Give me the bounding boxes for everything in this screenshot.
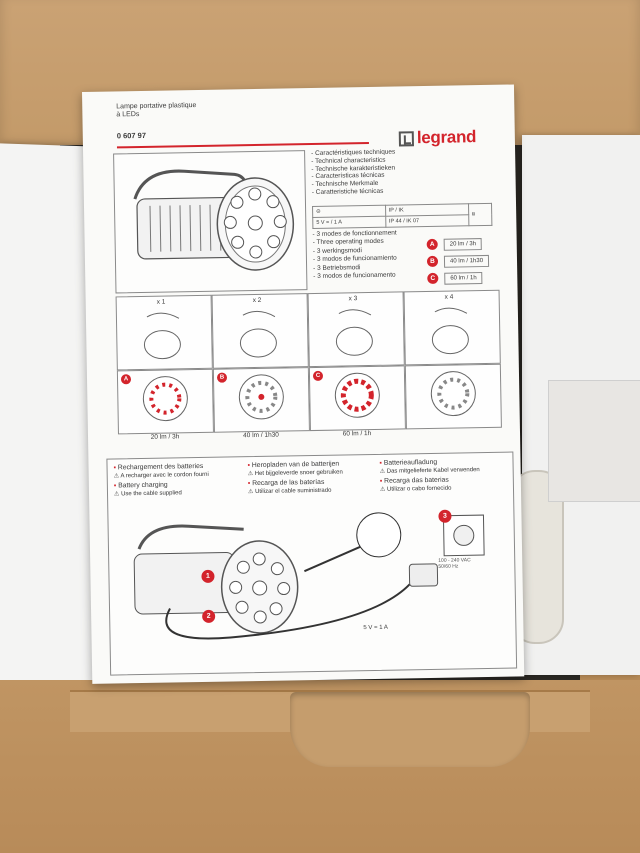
title-line: à LEDs [116, 111, 140, 119]
legrand-logo: legrand [398, 127, 477, 148]
mode-rating-label: 40 lm / 1h30 [443, 254, 490, 268]
mode-output-label: 60 lm / 1h [342, 430, 372, 438]
box-handle-slot [290, 692, 530, 767]
lamp-illustration-panel [113, 150, 308, 294]
spec-heading: - Caratteristiche técnicas [311, 187, 384, 196]
legrand-mark-icon [398, 130, 414, 146]
charging-note-text: Use the cable supplied [121, 490, 182, 498]
mode-rating-row: C 60 lm / 1h [427, 269, 489, 287]
product-reference: 0 607 97 [116, 130, 147, 141]
mode-output-label: 20 lm / 3h [150, 433, 180, 441]
mode-line: - 3 modos de funcionamento [313, 271, 396, 281]
hand-pressing-lamp-icon [431, 307, 469, 355]
charging-panel: Rechargement des batteries ⚠ A recharger… [106, 451, 518, 676]
press-cell: x 1 [115, 294, 213, 371]
mode-badge: A [426, 238, 438, 251]
press-count: x 4 [444, 293, 454, 301]
adapter-frequency: 50/60 Hz [438, 563, 459, 570]
press-cell: x 3 [307, 291, 405, 368]
modes-list: - 3 modes de fonctionnement - Three oper… [312, 230, 397, 282]
lamp-mode-cell [404, 363, 502, 430]
charging-column: Rechargement des batteries ⚠ A recharger… [113, 461, 244, 499]
power-rating-label: 5 V = 1 A [363, 624, 388, 632]
mode-output-label: 40 lm / 1h30 [243, 431, 279, 440]
spec-table: ⊝ IP / IK ⧈ 5 V = / 1 A IP 44 / IK 07 [312, 203, 492, 229]
press-cell: x 2 [211, 293, 309, 369]
voltage-cell: 5 V = / 1 A [312, 216, 386, 229]
charging-note-text: Utilizar o cabo fornecido [386, 485, 452, 493]
hand-pressing-lamp-icon [143, 312, 181, 360]
mode-badge: C [427, 272, 439, 285]
mode-grid: x 1 x 2 x 3 x 4 A B [115, 289, 502, 447]
lamp-mode-cell: C [308, 365, 406, 432]
product-title: Lampe portative plastique à LEDs [116, 102, 196, 119]
header-rule [116, 142, 369, 149]
mode-rating-label: 60 lm / 1h [444, 271, 483, 285]
hand-pressing-lamp-icon [335, 309, 373, 356]
lamp-face-icon [430, 371, 476, 417]
brand-name: legrand [416, 127, 477, 148]
press-cell: x 4 [403, 289, 501, 366]
mode-ratings: A 20 lm / 3h B 40 lm / 1h30 C 60 lm / 1h [426, 235, 490, 287]
press-count: x 1 [156, 298, 166, 306]
lamp-face-icon [142, 376, 188, 422]
charging-column: Heropladen van de batterijen ⚠ Het bijge… [247, 459, 378, 497]
charging-illustration [133, 512, 485, 640]
adapter-rating: 100 - 240 VAC 50/60 Hz [438, 557, 471, 570]
lamp-mode-cell: A [116, 368, 214, 435]
title-line: Lampe portative plastique [116, 102, 197, 111]
lamp-face-icon [238, 374, 284, 420]
mode-rating-row: B 40 lm / 1h30 [426, 252, 490, 270]
voltage-symbol-icon: ⊝ [316, 208, 321, 215]
lamp-drawing [133, 169, 295, 271]
spec-heading-list: - Caractéristiques techniques - Technica… [311, 149, 396, 197]
lamp-face-icon [334, 372, 380, 418]
mode-rating-row: A 20 lm / 3h [426, 235, 489, 253]
lamp-mode-cell: B [212, 367, 310, 433]
charging-note-text: Utilizar el cable suministrado [255, 487, 332, 496]
mode-line: - 3 modos de funcionamiento [312, 254, 397, 264]
hand-pressing-lamp-icon [239, 310, 277, 358]
right-insert-fold [548, 380, 640, 502]
ip-value-cell: IP 44 / IK 07 [385, 214, 469, 228]
instruction-sheet: Lampe portative plastique à LEDs 0 607 9… [82, 84, 525, 684]
charging-note-text: Het bijgeleverde snoer gebruiken [254, 469, 343, 478]
press-count: x 3 [348, 295, 358, 303]
mode-badge: B [426, 255, 439, 268]
press-count: x 2 [252, 296, 262, 305]
charging-note-text: A recharger avec le cordon fourni [120, 471, 209, 480]
mode-rating-label: 20 lm / 3h [443, 237, 483, 251]
double-insulation-icon: ⧈ [471, 211, 476, 218]
left-paper-insert [0, 143, 95, 727]
charging-note-text: Das mitgelieferte Kabel verwenden [386, 467, 480, 475]
class-symbol-cell: ⧈ [468, 203, 492, 226]
charging-column: Batterieaufladung ⚠ Das mitgelieferte Ka… [379, 457, 510, 495]
